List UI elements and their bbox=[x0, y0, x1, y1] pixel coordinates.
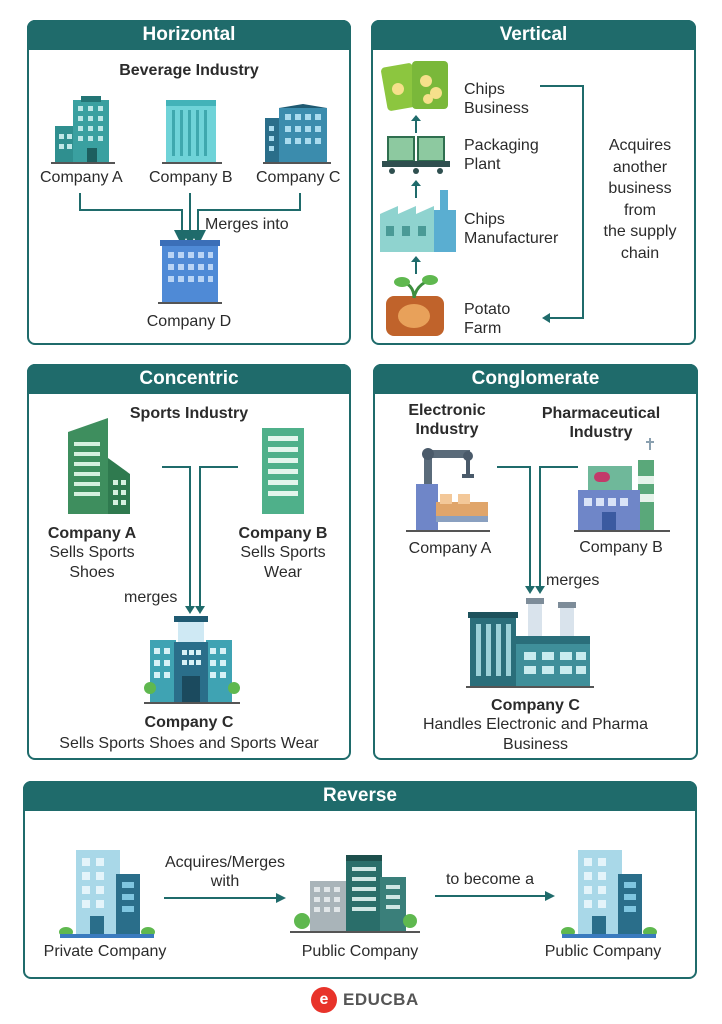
conglomerate-merge-arrows bbox=[497, 466, 578, 594]
beverage-industry-label: Beverage Industry bbox=[119, 62, 259, 79]
reverse-arrow-2 bbox=[435, 891, 555, 901]
pharmaceutical-industry-label: Pharmaceutical Industry bbox=[541, 405, 661, 441]
conglomerate-title: Conglomerate bbox=[373, 364, 698, 394]
horizontal-company-c-label: Company C bbox=[256, 169, 341, 186]
potato-farm-icon bbox=[386, 275, 444, 336]
manufacturer-arrow bbox=[411, 180, 421, 198]
farm-arrow bbox=[411, 256, 421, 274]
concentric-company-c-desc: Sells Sports Shoes and Sports Wear bbox=[59, 735, 319, 752]
packaging-plant-label: Packaging Plant bbox=[464, 137, 539, 173]
packaging-plant-icon bbox=[382, 136, 450, 174]
horizontal-company-a-label: Company A bbox=[40, 169, 123, 186]
to-become-label: to become a bbox=[445, 871, 535, 888]
sports-industry-label: Sports Industry bbox=[129, 405, 249, 422]
merges-into-label: Merges into bbox=[205, 216, 289, 233]
chips-business-label: Chips Business bbox=[464, 81, 529, 117]
educba-logo-icon: e bbox=[311, 987, 337, 1013]
electronic-industry-label: Electronic Industry bbox=[408, 402, 486, 438]
company-b-building-icon bbox=[162, 100, 222, 164]
company-d-building-icon bbox=[158, 240, 222, 304]
chips-manufacturer-icon bbox=[380, 190, 456, 252]
concentric-company-a-label: Company A bbox=[47, 525, 137, 542]
public-company-building-icon bbox=[290, 855, 420, 933]
horizontal-company-b-label: Company B bbox=[149, 169, 233, 186]
packaging-arrow bbox=[411, 115, 421, 133]
concentric-merge-arrows bbox=[162, 466, 238, 614]
educba-logo: e EDUCBA bbox=[311, 987, 419, 1013]
potato-farm-label: Potato Farm bbox=[464, 301, 511, 337]
private-company-building-icon bbox=[59, 850, 155, 938]
acquires-note: Acquires another business from the suppl… bbox=[603, 137, 677, 262]
concentric-company-b-label: Company B bbox=[238, 525, 328, 542]
public-company-result-building-icon bbox=[561, 850, 657, 938]
company-c-building-icon bbox=[263, 104, 331, 164]
chips-bag-icon bbox=[381, 61, 448, 111]
private-company-label: Private Company bbox=[43, 943, 167, 960]
conglomerate-panel: Conglomerate bbox=[373, 364, 698, 760]
horizontal-title: Horizontal bbox=[27, 20, 351, 50]
concentric-company-a-building-icon bbox=[68, 418, 130, 514]
reverse-arrow-1 bbox=[164, 893, 286, 903]
concentric-company-a-desc: Sells Sports Shoes bbox=[49, 544, 135, 581]
concentric-company-b-desc: Sells Sports Wear bbox=[240, 544, 326, 581]
horizontal-merge-arrows bbox=[79, 193, 301, 246]
conglomerate-company-c-label: Company C bbox=[491, 697, 580, 714]
concentric-company-b-building-icon bbox=[262, 428, 304, 514]
educba-logo-text: EDUCBA bbox=[343, 990, 419, 1009]
company-a-building-icon bbox=[51, 96, 115, 164]
public-company-middle-label: Public Company bbox=[301, 943, 419, 960]
conglomerate-company-c-factory-icon bbox=[466, 598, 594, 688]
concentric-company-c-label: Company C bbox=[144, 714, 234, 731]
public-company-result-label: Public Company bbox=[544, 943, 662, 960]
conglomerate-company-c-desc: Handles Electronic and Pharma Business bbox=[422, 716, 648, 753]
concentric-merges-label: merges bbox=[124, 589, 178, 606]
reverse-title: Reverse bbox=[23, 781, 697, 811]
concentric-company-c-building-icon bbox=[144, 616, 240, 704]
chips-manufacturer-label: Chips Manufacturer bbox=[464, 211, 559, 247]
pharma-factory-icon bbox=[574, 438, 670, 532]
conglomerate-company-b-label: Company B bbox=[579, 539, 663, 556]
conglomerate-company-a-label: Company A bbox=[408, 540, 492, 557]
supply-chain-loop-arrow bbox=[540, 85, 584, 323]
electronic-factory-icon bbox=[406, 448, 490, 532]
conglomerate-merges-label: merges bbox=[546, 572, 600, 589]
concentric-title: Concentric bbox=[27, 364, 351, 394]
company-d-label: Company D bbox=[146, 313, 232, 330]
acquires-merges-label: Acquires/Merges with bbox=[164, 854, 286, 890]
vertical-title: Vertical bbox=[371, 20, 696, 50]
